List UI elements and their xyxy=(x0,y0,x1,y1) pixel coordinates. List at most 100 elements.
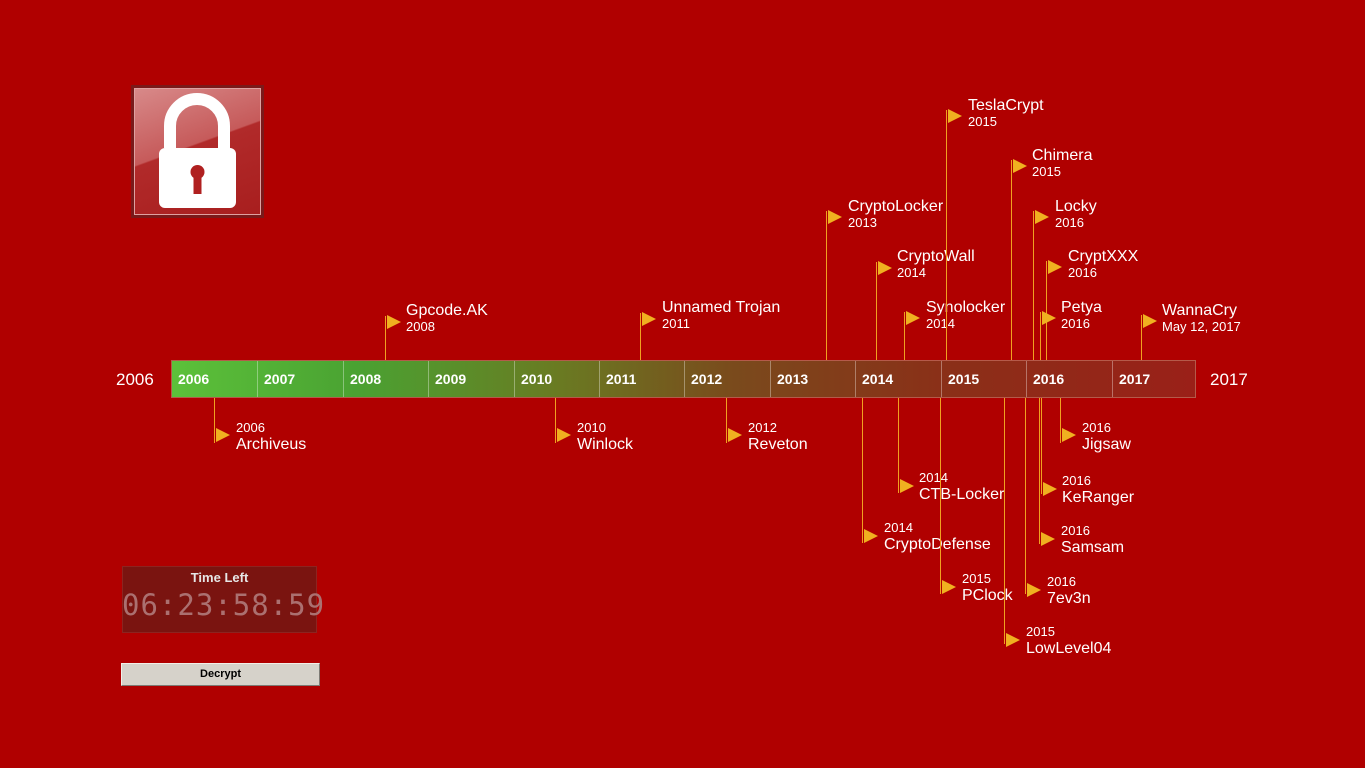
flag-icon xyxy=(1048,260,1062,274)
event-archiveus: 2006 Archiveus xyxy=(236,420,306,454)
event-name: CryptoDefense xyxy=(884,535,991,553)
event-stem xyxy=(826,211,827,360)
flag-icon xyxy=(948,109,962,123)
flag-icon xyxy=(942,580,956,594)
event-cryptodefense: 2014 CryptoDefense xyxy=(884,520,991,554)
bar-year-2017: 2017 xyxy=(1112,361,1196,397)
bar-year-2014: 2014 xyxy=(855,361,941,397)
event-wannacry: WannaCry May 12, 2017 xyxy=(1162,302,1241,335)
event-year: 2011 xyxy=(662,316,690,332)
event-stem xyxy=(1011,160,1012,360)
event-year: 2016 xyxy=(1047,574,1076,589)
event-keranger: 2016 KeRanger xyxy=(1062,473,1135,507)
event-cryptowall: CryptoWall 2014 xyxy=(897,248,975,281)
event-year: 2012 xyxy=(748,420,777,435)
event-chimera: Chimera 2015 xyxy=(1032,147,1092,180)
event-name: Synolocker xyxy=(926,299,1006,316)
event-stem xyxy=(1041,398,1042,494)
bar-year-2007: 2007 xyxy=(257,361,343,397)
event-year: 2016 xyxy=(1055,215,1084,231)
event-gpcode-ak: Gpcode.AK 2008 xyxy=(406,302,488,335)
event-7ev3n: 2016 7ev3n xyxy=(1047,574,1091,608)
event-cryptolocker: CryptoLocker 2013 xyxy=(848,198,943,231)
flag-icon xyxy=(557,428,571,442)
event-name: Jigsaw xyxy=(1082,435,1131,453)
event-stem xyxy=(940,398,941,594)
event-name: KeRanger xyxy=(1062,488,1135,506)
flag-icon xyxy=(1027,583,1041,597)
event-name: TeslaCrypt xyxy=(968,97,1044,114)
event-year: 2015 xyxy=(968,114,997,130)
event-name: CryptoLocker xyxy=(848,198,944,215)
event-stem xyxy=(1033,211,1034,360)
flag-icon xyxy=(864,529,878,543)
event-year: 2013 xyxy=(848,215,877,231)
padlock-icon-graphic xyxy=(159,93,236,208)
flag-icon xyxy=(906,311,920,325)
event-stem xyxy=(1004,398,1005,644)
bar-year-2008: 2008 xyxy=(343,361,428,397)
event-name: WannaCry xyxy=(1162,302,1237,319)
event-name: Reveton xyxy=(748,435,808,453)
flag-icon xyxy=(216,428,230,442)
event-name: CryptoWall xyxy=(897,248,975,265)
event-stem xyxy=(904,312,905,360)
event-locky: Locky 2016 xyxy=(1055,198,1097,231)
event-stem xyxy=(1039,398,1040,544)
event-year: 2014 xyxy=(897,265,926,281)
flag-icon xyxy=(642,312,656,326)
event-stem xyxy=(898,398,899,493)
countdown-display: 06:23:58:59 xyxy=(122,588,326,622)
flag-icon xyxy=(1035,210,1049,224)
flag-icon xyxy=(900,479,914,493)
event-stem xyxy=(1025,398,1026,594)
event-stem xyxy=(1060,398,1061,443)
flag-icon xyxy=(828,210,842,224)
event-year: 2016 xyxy=(1082,420,1111,435)
event-name: LowLevel04 xyxy=(1026,639,1112,657)
flag-icon xyxy=(878,261,892,275)
event-name: Unnamed Trojan xyxy=(662,299,781,316)
event-year: 2014 xyxy=(919,470,948,485)
event-year: 2014 xyxy=(926,316,955,332)
event-stem xyxy=(385,316,386,360)
event-stem xyxy=(862,398,863,543)
flag-icon xyxy=(1041,532,1055,546)
timeline-start-label: 2006 xyxy=(116,370,154,389)
event-unnamed-trojan: Unnamed Trojan 2011 xyxy=(662,299,780,332)
event-year: 2008 xyxy=(406,319,435,335)
flag-icon xyxy=(1013,159,1027,173)
event-name: Samsam xyxy=(1061,538,1125,556)
time-left-label: Time Left xyxy=(190,570,249,585)
bar-year-2011: 2011 xyxy=(599,361,684,397)
timeline-bar: 2006 2007 2008 2009 2010 2011 2012 2013 … xyxy=(171,360,1196,398)
padlock-icon xyxy=(131,85,264,218)
event-winlock: 2010 Winlock xyxy=(577,420,633,454)
event-petya: Petya 2016 xyxy=(1061,299,1102,332)
event-year: 2015 xyxy=(1032,164,1061,180)
event-year: 2014 xyxy=(884,520,913,535)
event-name: PClock xyxy=(962,586,1013,604)
timeline-end-label: 2017 xyxy=(1210,370,1248,389)
event-name: Chimera xyxy=(1032,147,1093,164)
event-stem xyxy=(726,398,727,443)
event-name: Locky xyxy=(1055,198,1097,215)
event-jigsaw: 2016 Jigsaw xyxy=(1082,420,1131,454)
flag-icon xyxy=(728,428,742,442)
flag-icon xyxy=(1042,311,1056,325)
event-stem xyxy=(876,262,877,360)
event-ctb-locker: 2014 CTB-Locker xyxy=(919,470,1004,504)
bar-year-2009: 2009 xyxy=(428,361,514,397)
flag-icon xyxy=(1143,314,1157,328)
event-year: May 12, 2017 xyxy=(1162,319,1241,335)
event-lowlevel04: 2015 LowLevel04 xyxy=(1026,624,1112,658)
event-name: Petya xyxy=(1061,299,1102,316)
event-stem xyxy=(640,313,641,360)
event-synolocker: Synolocker 2014 xyxy=(926,299,1005,332)
decrypt-button[interactable]: Decrypt xyxy=(121,663,320,686)
flag-icon xyxy=(1062,428,1076,442)
event-year: 2016 xyxy=(1061,523,1090,538)
time-left-panel: Time Left 06:23:58:59 xyxy=(122,566,326,633)
event-year: 2016 xyxy=(1061,316,1090,332)
event-stem xyxy=(946,110,947,360)
